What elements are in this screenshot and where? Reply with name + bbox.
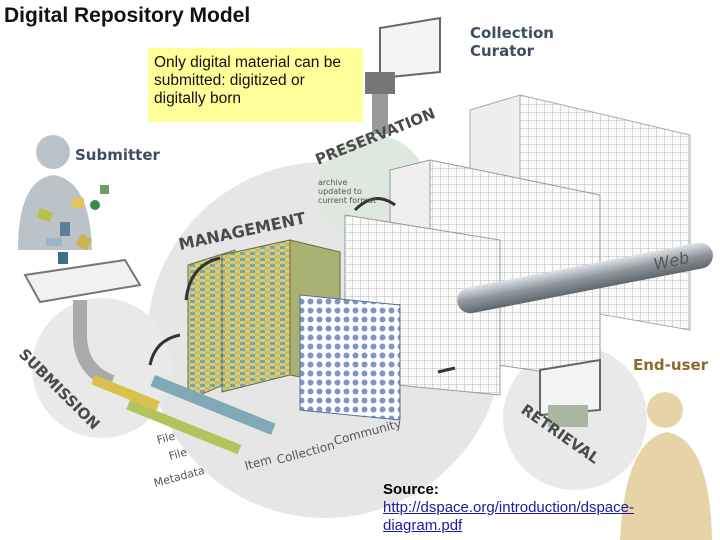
file-rod-icons — [91, 374, 276, 455]
item-label: Item — [243, 452, 273, 473]
submitter-label: Submitter — [75, 146, 161, 164]
archive-note-1: archive — [318, 178, 347, 187]
management-block — [187, 239, 401, 421]
source-label: Source: — [383, 481, 439, 498]
material-shapes-icon — [36, 185, 109, 264]
page-title: Digital Repository Model — [4, 4, 251, 27]
source-citation: Source: http://dspace.org/introduction/d… — [383, 481, 683, 535]
retrieval-monitor-icon — [539, 358, 601, 427]
metadata-label: Metadata — [152, 464, 206, 490]
curator-monitor-icon — [365, 16, 441, 134]
source-link[interactable]: http://dspace.org/introduction/dspace-di… — [383, 499, 634, 534]
curator-label-1: Collection — [470, 24, 554, 42]
file-label-1: File — [155, 430, 176, 447]
submission-tray-icon — [23, 258, 142, 389]
archive-note-3: current format — [318, 196, 376, 205]
end-user-label: End-user — [633, 356, 709, 374]
submitter-figure-icon — [18, 135, 92, 250]
digital-material-note: Only digital material can be submitted: … — [148, 48, 363, 122]
end-user-figure-icon — [620, 392, 712, 540]
file-label-2: File — [167, 446, 188, 463]
curator-label-2: Curator — [470, 42, 535, 60]
flow-arrows — [148, 197, 456, 374]
archive-note-2: updated to — [318, 187, 362, 196]
web-pipe — [457, 242, 713, 314]
